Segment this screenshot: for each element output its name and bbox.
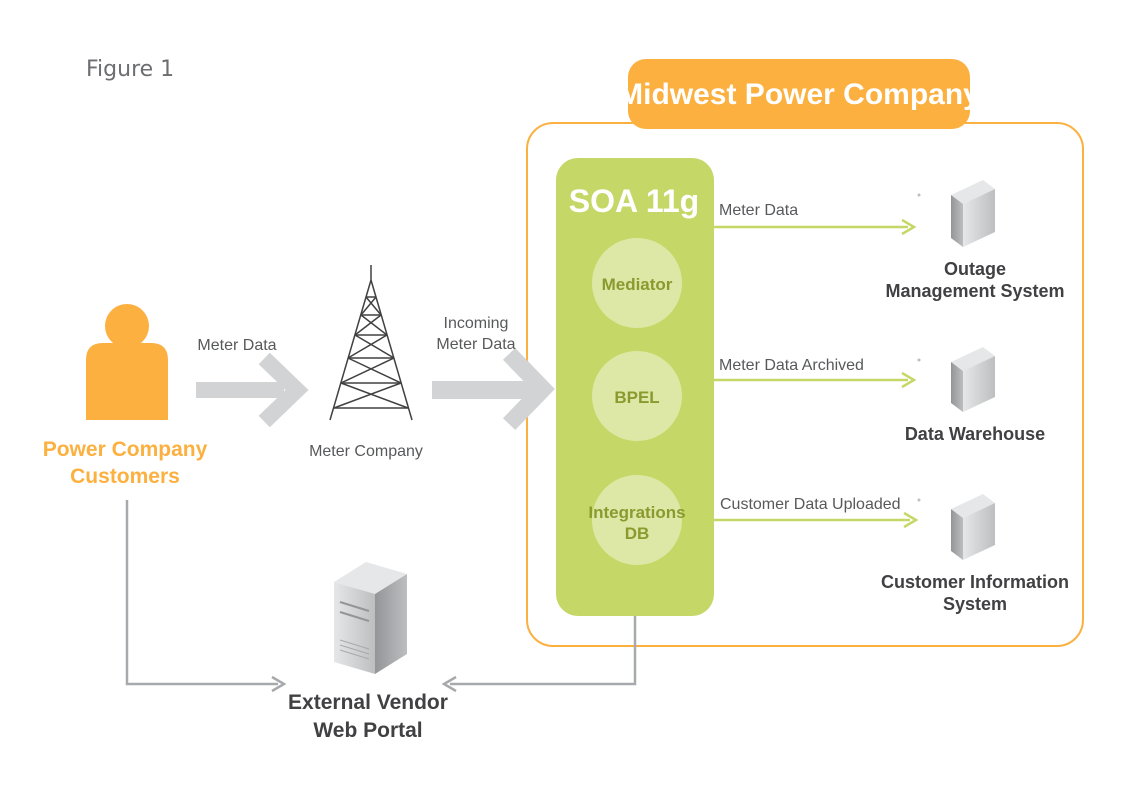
flow-to-warehouse <box>714 371 917 389</box>
incoming-flow-label-line1: Incoming <box>444 315 509 332</box>
mediator-label: Mediator <box>602 275 673 294</box>
meter-to-soa-arrow <box>432 347 555 431</box>
cis-server-icon <box>917 494 995 560</box>
flow-to-cis <box>714 511 919 529</box>
company-title-tab <box>628 59 970 129</box>
customer-flow-label: Meter Data <box>197 337 276 354</box>
integrations-label: Integrations <box>588 503 685 522</box>
vendor-server-icon <box>334 562 407 674</box>
cis-label-line1: Customer Information <box>881 572 1069 592</box>
warehouse-server-icon <box>917 347 995 412</box>
vendor-label-line2: Web Portal <box>313 719 422 742</box>
bpel-label: BPEL <box>614 388 659 407</box>
outage-flow-label: Meter Data <box>719 202 798 219</box>
customer-to-vendor-connector <box>125 500 287 693</box>
soa-title: SOA 11g <box>569 183 699 219</box>
warehouse-flow-label: Meter Data Archived <box>719 357 864 374</box>
flow-to-outage <box>714 218 917 236</box>
cis-label-line2: System <box>943 594 1007 614</box>
person-icon <box>86 304 168 420</box>
soa-to-vendor-connector <box>441 616 637 693</box>
customer-to-meter-arrow <box>196 352 309 428</box>
outage-server-icon <box>917 180 995 247</box>
cis-flow-label: Customer Data Uploaded <box>720 496 901 513</box>
vendor-label-line1: External Vendor <box>288 691 448 714</box>
figure-label: Figure 1 <box>86 57 174 82</box>
integrations-db-component: Integrations DB <box>588 475 686 565</box>
customers-label-line1: Power Company <box>43 438 208 461</box>
bpel-component: BPEL <box>592 351 682 441</box>
meter-company-label: Meter Company <box>309 443 423 460</box>
warehouse-label: Data Warehouse <box>905 424 1045 444</box>
company-title: Midwest Power Company <box>618 78 980 111</box>
outage-label-line1: Outage <box>944 259 1006 279</box>
outage-label-line2: Management System <box>885 281 1064 301</box>
mediator-component: Mediator <box>592 238 682 328</box>
customers-label-line2: Customers <box>70 465 180 488</box>
db-label: DB <box>625 524 650 543</box>
incoming-flow-label-line2: Meter Data <box>436 336 515 353</box>
tower-icon <box>329 265 413 421</box>
